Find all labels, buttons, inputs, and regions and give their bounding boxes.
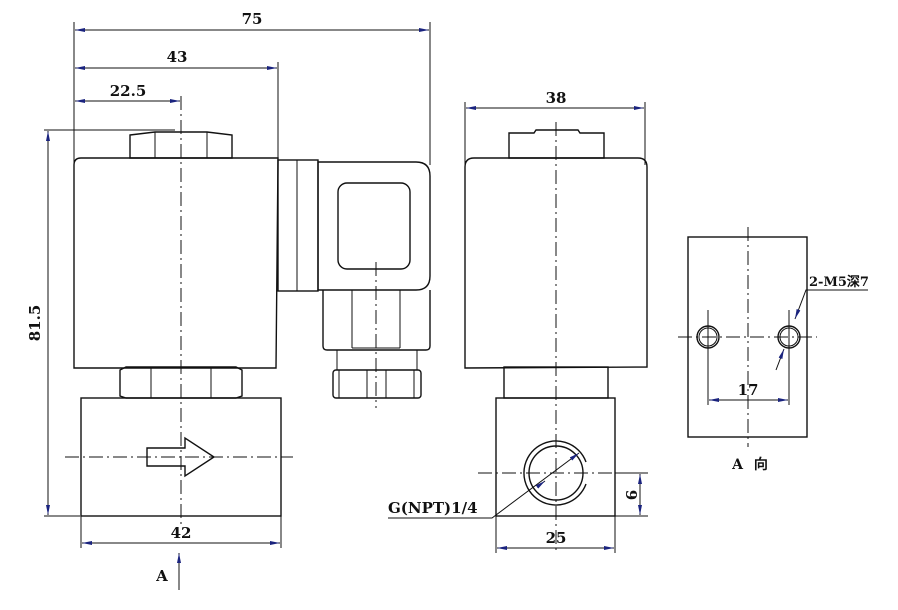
- port-label: G(NPT)1/4: [388, 499, 478, 517]
- flow-arrow-icon: [146, 436, 216, 478]
- connector-plug: [317, 161, 431, 291]
- hole-label: 2-M5深7: [809, 274, 869, 290]
- port-thread-arc: [523, 440, 587, 506]
- dim-body-width: 25: [546, 529, 567, 547]
- dim-port-height: 9: [622, 490, 640, 500]
- connector-neck: [277, 159, 319, 292]
- port-leader-line: [388, 452, 580, 519]
- dim-overall-width: 75: [242, 10, 263, 28]
- cable-gland-nut: [332, 369, 422, 399]
- hole-leader-line: [794, 289, 868, 320]
- coil-body: [464, 157, 648, 369]
- dim-height: 81.5: [26, 305, 44, 342]
- view-title: A 向: [731, 456, 768, 473]
- dim-hole-spacing: 17: [738, 381, 759, 399]
- side-view: 38 9 25 G(NPT)1/4: [388, 89, 648, 553]
- dim-coil-width: 38: [546, 89, 567, 107]
- plug-window: [337, 182, 411, 270]
- view-arrow-label: A: [155, 567, 168, 585]
- dim-coil-width: 43: [167, 48, 188, 66]
- dim-body-width: 42: [171, 524, 192, 542]
- plug-base: [322, 290, 431, 351]
- coil-body: [73, 157, 279, 369]
- dim-center-offset: 22.5: [110, 82, 147, 100]
- front-view: 75 43 22.5: [26, 10, 431, 590]
- lower-nut: [119, 366, 243, 399]
- bottom-view-a: 17 2-M5深7 A 向: [678, 227, 869, 473]
